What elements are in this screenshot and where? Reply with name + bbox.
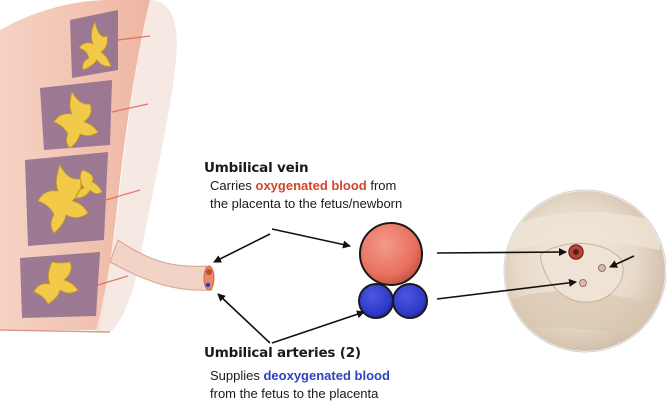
arrow-artery-to-circle: [271, 310, 365, 344]
arrow-artery-to-cord: [217, 293, 271, 344]
arrow-artery-to-photo: [436, 278, 577, 300]
artery-desc-line2: from the fetus to the placenta: [210, 386, 379, 401]
placenta-illustration: [0, 0, 215, 333]
vein-desc-pre: Carries: [210, 178, 256, 193]
deoxygenated-blood-highlight: deoxygenated blood: [263, 368, 390, 383]
arrows: [213, 228, 635, 344]
umbilical-artery-right-circle: [392, 283, 428, 319]
arrow-vein-to-cord: [213, 233, 271, 263]
vessel-cross-section: [358, 222, 428, 319]
arrow-photo-artery: [609, 255, 635, 268]
umbilical-artery-left-circle: [358, 283, 394, 319]
umbilical-cord: [109, 239, 215, 291]
umbilical-vein-circle: [359, 222, 423, 286]
artery-desc-pre: Supplies: [210, 368, 264, 383]
vein-desc-post: from: [366, 178, 397, 193]
umbilical-vein-title: Umbilical vein: [204, 160, 309, 176]
umbilical-vein-description: Carries oxygenated blood from the placen…: [210, 177, 402, 213]
arrow-vein-to-circle: [271, 228, 351, 249]
umbilical-arteries-title: Umbilical arteries (2): [204, 345, 361, 361]
arrow-vein-to-photo: [436, 248, 567, 257]
villi-lobules: [20, 10, 151, 318]
oxygenated-blood-highlight: oxygenated blood: [255, 178, 367, 193]
cord-photo: [503, 189, 666, 353]
umbilical-arteries-description: Supplies deoxygenated blood from the fet…: [210, 367, 390, 403]
vein-desc-line2: the placenta to the fetus/newborn: [210, 196, 403, 211]
